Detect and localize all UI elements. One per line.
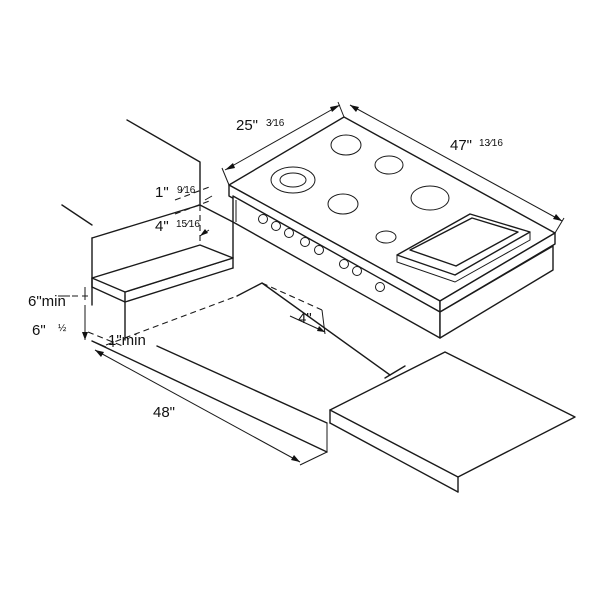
burner-icon [374,155,404,175]
knob-icon [284,228,294,238]
label-min-height: 6"min [28,293,66,310]
knob-icon [271,221,281,231]
burner-large-icon [270,166,316,194]
cooktop-unit [228,116,556,339]
label-min-side: 1"min [108,332,146,349]
lower-cabinet-lines [91,282,391,453]
knob-icon [258,214,268,224]
arrowhead-icon [330,105,340,112]
label-height: 6" [32,322,46,339]
burners [270,134,450,244]
label-height-frac: ½ [58,323,67,334]
label-front-offset: 4" [298,310,312,327]
arrowhead-icon [553,214,562,221]
arrowhead-icon [225,163,235,170]
arrowhead-icon [82,332,88,340]
label-width-frac: 3⁄16 [266,118,285,129]
label-cutout-depth-frac: 15⁄16 [176,219,200,230]
burner-icon [330,134,362,156]
control-knobs [258,214,385,292]
label-counter-length: 48" [153,404,175,421]
knob-icon [352,266,362,276]
burner-small-icon [375,230,397,244]
right-countertop [329,351,576,493]
countertop-step [91,221,234,303]
arrowhead-icon [200,229,208,236]
burner-inner-ring [279,172,307,188]
knob-icon [375,282,385,292]
burner-icon [410,185,450,211]
knob-icon [300,237,310,247]
arrowhead-icon [317,326,325,332]
label-width: 25" [236,117,258,134]
knob-icon [314,245,324,255]
burner-icon [327,193,359,215]
label-depth-frac: 13⁄16 [479,138,503,149]
arrowhead-icon [291,455,300,462]
label-top-gap: 1" [155,184,169,201]
label-top-gap-frac: 9⁄16 [177,185,196,196]
dimension-labels: 25" 3⁄16 47" 13⁄16 1" 9⁄16 4" 15⁄16 6"mi… [28,117,503,421]
arrowhead-icon [350,105,359,112]
label-cutout-depth: 4" [155,218,169,235]
left-cabinet [61,119,234,306]
griddle [396,213,531,283]
arrowhead-icon [95,350,104,357]
dimension-lines [58,101,565,466]
knob-icon [339,259,349,269]
label-depth: 47" [450,137,472,154]
